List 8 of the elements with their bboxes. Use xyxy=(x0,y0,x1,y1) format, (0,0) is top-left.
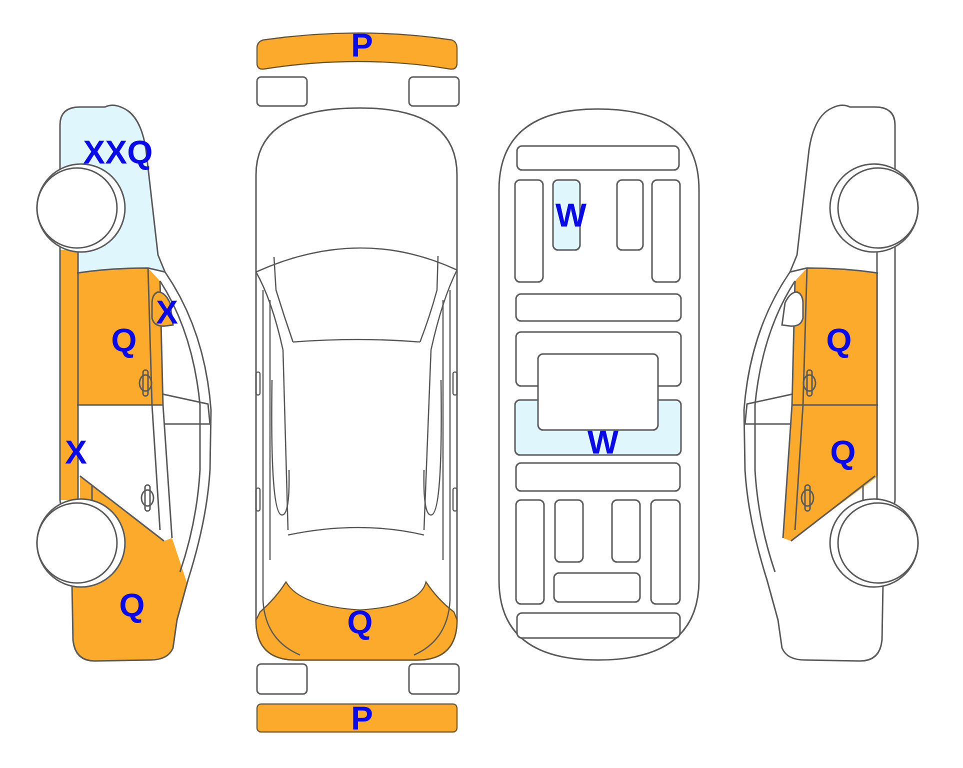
damage-code: Q xyxy=(111,324,137,356)
damage-code: W xyxy=(587,426,619,458)
damage-code: P xyxy=(351,28,373,62)
damage-code: Q xyxy=(826,324,852,356)
damage-code: Q xyxy=(347,606,373,638)
damage-code: P xyxy=(351,702,373,734)
damage-code: Q xyxy=(830,436,856,468)
damage-code: Q xyxy=(119,588,145,622)
